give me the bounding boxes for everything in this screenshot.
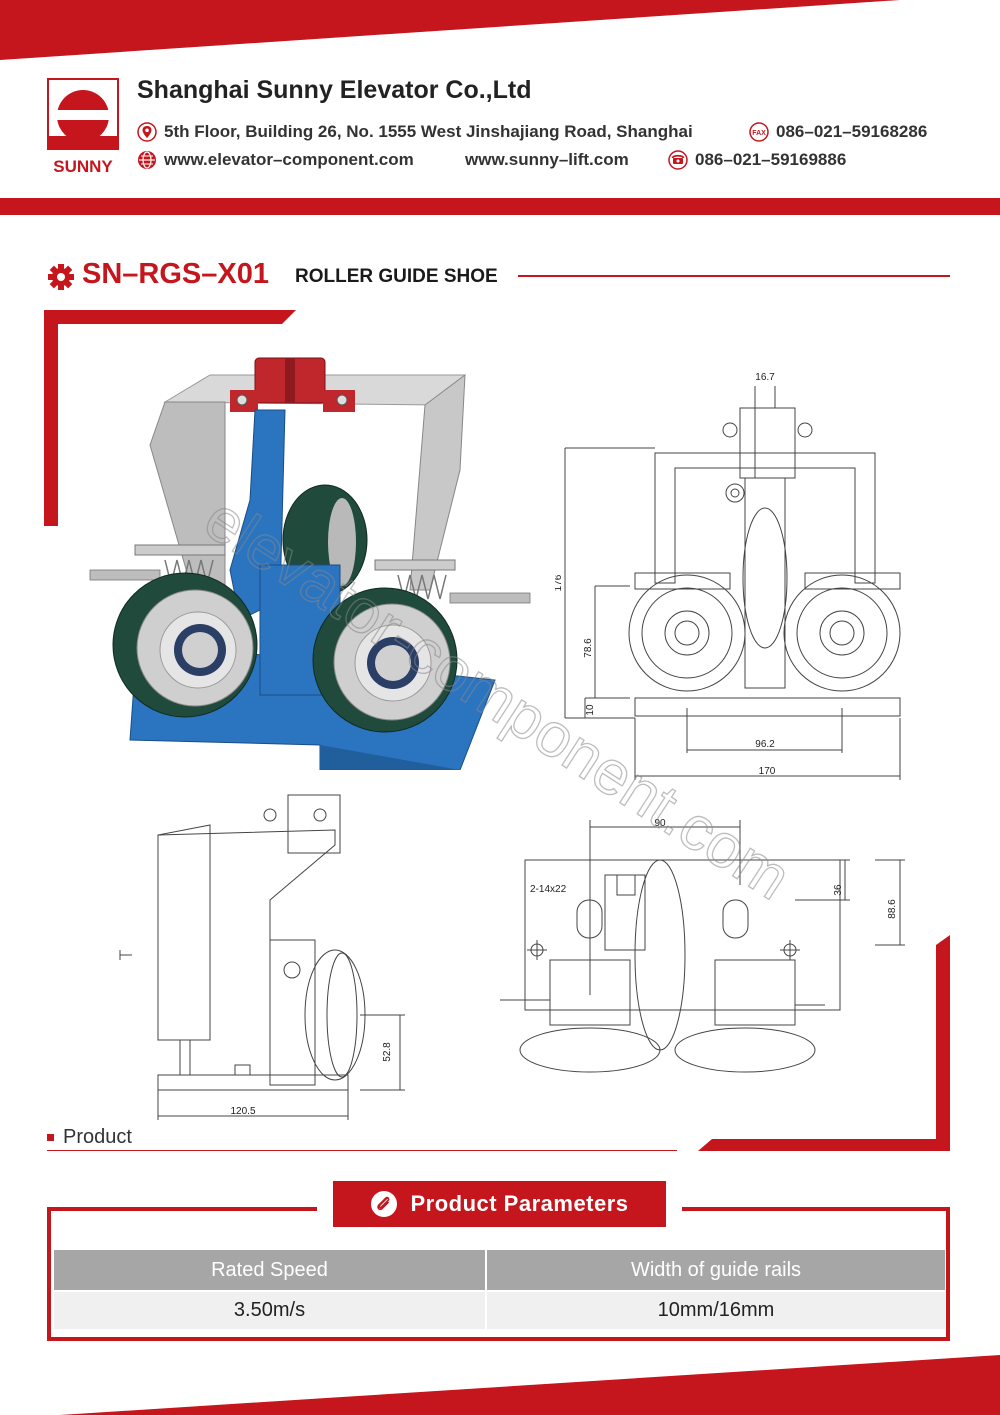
fax-line: FAX 086–021–59168286 (749, 122, 927, 142)
website-link-1[interactable]: www.elevator–component.com (164, 150, 414, 169)
address-line: 5th Floor, Building 26, No. 1555 West Ji… (137, 122, 693, 142)
logo-text: SUNNY (53, 157, 113, 176)
param-frame (47, 1207, 950, 1341)
sunny-logo-icon (47, 78, 119, 150)
fax-number: 086–021–59168286 (776, 122, 928, 141)
param-header-speed: Rated Speed (54, 1250, 487, 1291)
website-line: www.elevator–component.com (137, 150, 414, 170)
param-value-rail-width: 10mm/16mm (486, 1290, 945, 1329)
dim-96-2: 96.2 (755, 739, 775, 750)
product-name: ROLLER GUIDE SHOE (295, 266, 498, 287)
dim-10: 10 (585, 704, 596, 716)
fax-icon: FAX (749, 122, 769, 142)
website-line-2: www.sunny–lift.com (465, 150, 629, 170)
website-link-2[interactable]: www.sunny–lift.com (465, 150, 629, 169)
param-frame-top-right (682, 1207, 950, 1211)
dim-88-6: 88.6 (887, 899, 898, 919)
param-title: Product Parameters (410, 1191, 629, 1216)
front-view-drawing: 16.7 176 78.6 10 96.2 170 (555, 372, 901, 780)
address-text: 5th Floor, Building 26, No. 1555 West Ji… (164, 122, 693, 141)
footer-band (60, 1355, 1000, 1415)
dim-78-6: 78.6 (583, 638, 594, 658)
gear-icon (48, 264, 74, 290)
param-banner: Product Parameters (333, 1181, 666, 1227)
globe-icon (138, 151, 156, 169)
param-header-row: Rated Speed Width of guide rails (54, 1250, 945, 1291)
title-divider (518, 275, 950, 277)
phone-icon (668, 150, 688, 170)
product-section-label: Product (63, 1126, 132, 1148)
location-pin-icon (137, 122, 157, 142)
top-view-drawing: 90 2-14x22 36 88.6 (500, 818, 905, 1073)
company-name: Shanghai Sunny Elevator Co.,Ltd (137, 76, 532, 104)
dim-90: 90 (654, 818, 666, 829)
phone-line: 086–021–59169886 (668, 150, 846, 170)
watermark-text: elevator-component.com (192, 490, 802, 913)
watermark: elevator-component.com (192, 490, 803, 914)
paperclip-icon (371, 1191, 398, 1217)
company-logo: SUNNY (47, 78, 119, 176)
dim-52-8: 52.8 (382, 1042, 393, 1062)
dim-36: 36 (833, 884, 844, 896)
header-band-top (0, 0, 900, 60)
dim-120-5: 120.5 (230, 1106, 255, 1117)
side-view-drawing: 120.5 52.8 (119, 794, 405, 1120)
param-frame-top-left (47, 1207, 317, 1211)
dim-176: 176 (555, 574, 564, 591)
svg-text:FAX: FAX (752, 130, 766, 137)
dim-holes: 2-14x22 (530, 884, 567, 895)
product-photo (89, 357, 531, 770)
param-value-speed: 3.50m/s (54, 1290, 487, 1329)
phone-number: 086–021–59169886 (695, 150, 847, 169)
param-header-rail-width: Width of guide rails (486, 1250, 945, 1291)
dim-16-7: 16.7 (755, 372, 775, 383)
product-code: SN–RGS–X01 (82, 258, 269, 290)
param-table: Rated Speed Width of guide rails 3.50m/s… (54, 1250, 945, 1329)
product-bullet (47, 1134, 54, 1141)
param-value-row: 3.50m/s 10mm/16mm (54, 1290, 945, 1329)
dim-170: 170 (759, 766, 776, 777)
header-band-bottom (0, 198, 1000, 215)
product-divider (47, 1150, 677, 1151)
